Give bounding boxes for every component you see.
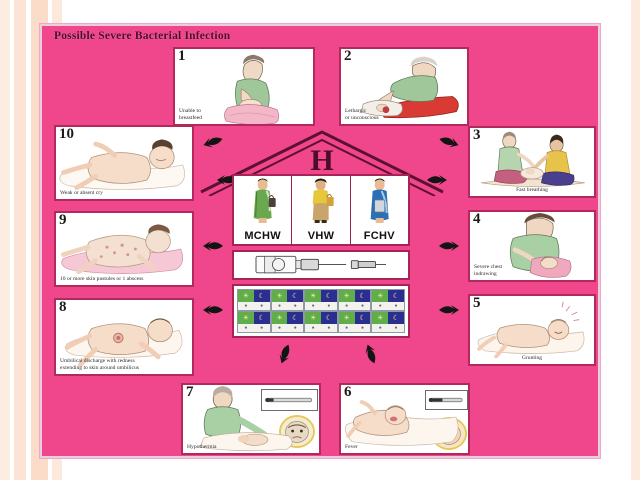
sign-number: 3	[473, 127, 481, 143]
sign-card-3[interactable]: 3 Fast breathing	[468, 126, 596, 198]
breastfeeding-illustration	[175, 49, 313, 124]
fever-illustration	[341, 385, 468, 453]
dose-cell[interactable]: ☀☾ ●●	[270, 311, 305, 333]
dose-cell[interactable]: ☀☾ ●●	[337, 311, 372, 333]
worker-fchv[interactable]: FCHV	[351, 176, 408, 244]
background-stripe	[14, 0, 26, 480]
worker-vhw[interactable]: VHW	[292, 176, 351, 244]
injection-supplies-panel	[232, 250, 410, 280]
thermometer-icon	[428, 397, 463, 403]
arrow-icon	[438, 302, 460, 318]
dose-cell[interactable]: ☀☾ ●●	[371, 289, 405, 311]
page-title: Possible Severe Bacterial Infection	[54, 30, 231, 42]
sign-caption: Fast breathing	[516, 187, 548, 194]
health-worker-panel: MCHW VHW	[232, 174, 410, 246]
blister-row: ☀☾ ●● ☀☾ ●● ☀☾ ●● ☀☾ ●● ☀☾ ●●	[237, 311, 405, 333]
sign-number: 5	[473, 295, 481, 311]
arrow-icon	[360, 341, 383, 367]
mchw-figure-icon	[234, 178, 291, 224]
worker-label: VHW	[307, 230, 335, 242]
thermometer-inset	[261, 389, 318, 411]
syringe-icon	[255, 255, 386, 274]
sign-card-5[interactable]: 5 Grunting	[468, 294, 596, 366]
hypothermia-illustration	[183, 385, 319, 453]
background-stripe	[26, 0, 31, 480]
sign-number: 10	[59, 126, 74, 142]
chest-indrawing-illustration	[470, 212, 594, 280]
worker-label: MCHW	[244, 230, 281, 242]
sign-caption: Weak or absent cry	[60, 190, 103, 197]
vhw-figure-icon	[292, 178, 349, 224]
arrow-icon	[438, 238, 460, 254]
dose-cell[interactable]: ☀☾ ●●	[237, 289, 271, 311]
sign-number: 8	[59, 299, 67, 315]
worker-label: FCHV	[363, 230, 395, 242]
arrow-icon	[274, 341, 297, 367]
dose-cell[interactable]: ☀☾ ●●	[304, 311, 338, 333]
sign-card-10[interactable]: 10 Weak or absent cry	[54, 125, 194, 201]
fast-breathing-illustration	[470, 128, 594, 196]
fchv-figure-icon	[351, 178, 408, 224]
sign-caption: Fever	[345, 444, 358, 451]
sign-caption: Grunting	[521, 355, 543, 362]
weak-cry-illustration	[56, 127, 192, 199]
background-stripe	[631, 0, 640, 480]
sign-caption: 10 or more skin pustules or 1 abscess	[60, 276, 144, 283]
sign-card-7[interactable]: 7 Hypothermia	[181, 383, 321, 455]
worker-mchw[interactable]: MCHW	[234, 176, 293, 244]
lethargic-infant-illustration	[341, 49, 467, 124]
thermometer-icon	[265, 397, 313, 403]
blister-row: ☀☾ ●● ☀☾ ●● ☀☾ ●● ☀☾ ●● ☀☾ ●●	[237, 289, 405, 311]
arrow-icon	[200, 131, 226, 153]
sign-number: 7	[186, 384, 194, 400]
medicine-blister-panel: ☀☾ ●● ☀☾ ●● ☀☾ ●● ☀☾ ●● ☀☾ ●●	[232, 284, 410, 338]
background-stripe	[628, 0, 631, 480]
thermometer-inset	[425, 390, 468, 410]
sign-number: 2	[344, 48, 352, 64]
background-stripe	[10, 0, 14, 480]
skin-pustules-illustration	[56, 213, 192, 285]
sign-card-9[interactable]: 9 10 or more skin pustules or 1 abscess	[54, 211, 194, 287]
sign-number: 9	[59, 212, 67, 228]
sign-number: 6	[344, 384, 352, 400]
dose-cell[interactable]: ☀☾ ●●	[337, 289, 372, 311]
house-letter: H	[310, 144, 334, 177]
sign-card-6[interactable]: 6 Fever	[339, 383, 470, 455]
background-stripe	[0, 0, 10, 480]
umbilical-infection-illustration	[56, 300, 192, 374]
sign-number: 4	[473, 211, 481, 227]
poster-panel: Possible Severe Bacterial Infection H	[40, 24, 600, 458]
dose-cell[interactable]: ☀☾ ●●	[304, 289, 338, 311]
arrow-icon	[202, 302, 224, 318]
grunting-infant-illustration	[470, 296, 594, 364]
arrow-icon	[426, 172, 448, 188]
arrow-icon	[202, 238, 224, 254]
sign-caption: Hypothermia	[187, 444, 217, 451]
dose-cell[interactable]: ☀☾ ●●	[237, 311, 271, 333]
dose-cell[interactable]: ☀☾ ●●	[371, 311, 405, 333]
dose-cell[interactable]: ☀☾ ●●	[270, 289, 305, 311]
arrow-icon	[436, 131, 462, 153]
sign-number: 1	[178, 48, 186, 64]
